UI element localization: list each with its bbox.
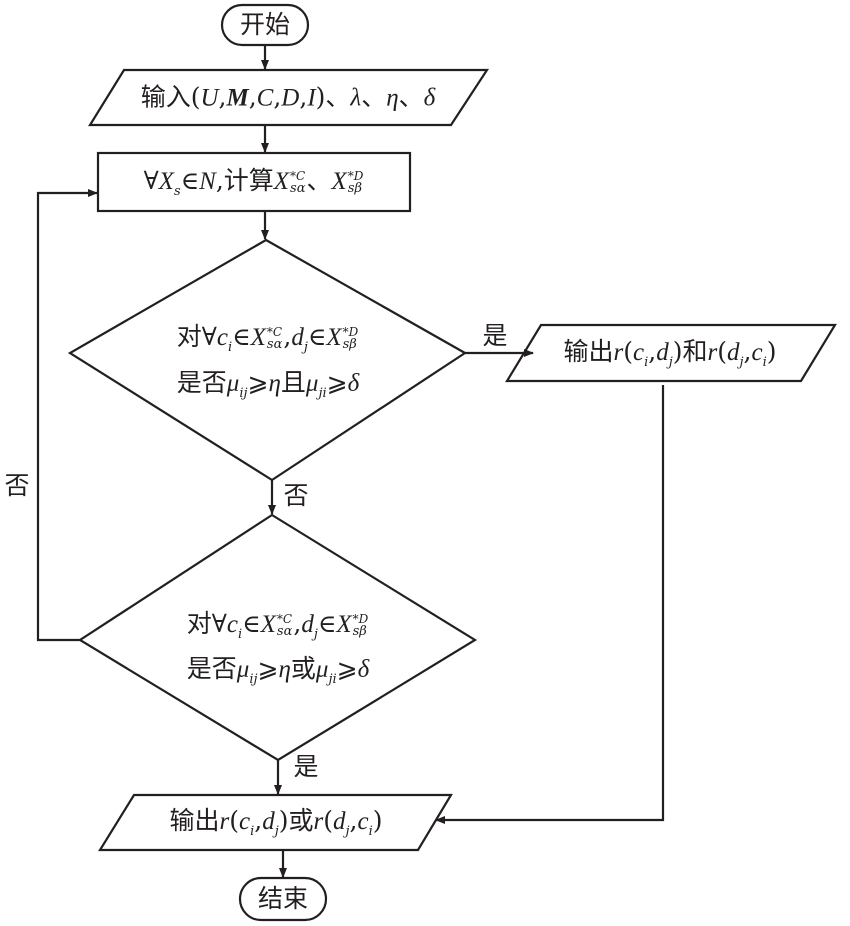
compute-process xyxy=(96,151,412,213)
decision1-no-label: 否 xyxy=(283,481,309,510)
decision2-no-label: 否 xyxy=(4,471,30,500)
arrow-output1-output2 xyxy=(435,385,665,824)
output2-parallelogram xyxy=(98,793,453,852)
input-parallelogram xyxy=(88,68,490,127)
decision2-yes-label: 是 xyxy=(293,752,319,781)
output1-label: 输出r(ci,dj)和r(dj,ci) xyxy=(563,337,777,370)
end-terminator xyxy=(238,876,328,922)
end-label: 结束 xyxy=(257,884,309,913)
decision1-diamond xyxy=(67,238,468,482)
output2-label: 输出r(ci,dj)或r(dj,ci) xyxy=(169,806,383,839)
start-label: 开始 xyxy=(239,10,291,39)
input-label: 输入(U,M,C,D,I)、λ、η、δ xyxy=(140,82,436,112)
decision1-yes-label: 是 xyxy=(482,321,508,350)
output1-parallelogram xyxy=(505,323,837,383)
decision2-line2: 是否μij⩾η或μji⩾δ xyxy=(186,654,370,687)
decision1-line2: 是否μij⩾η且μji⩾δ xyxy=(176,368,360,401)
arrow-decision2-no-loop xyxy=(36,189,98,642)
